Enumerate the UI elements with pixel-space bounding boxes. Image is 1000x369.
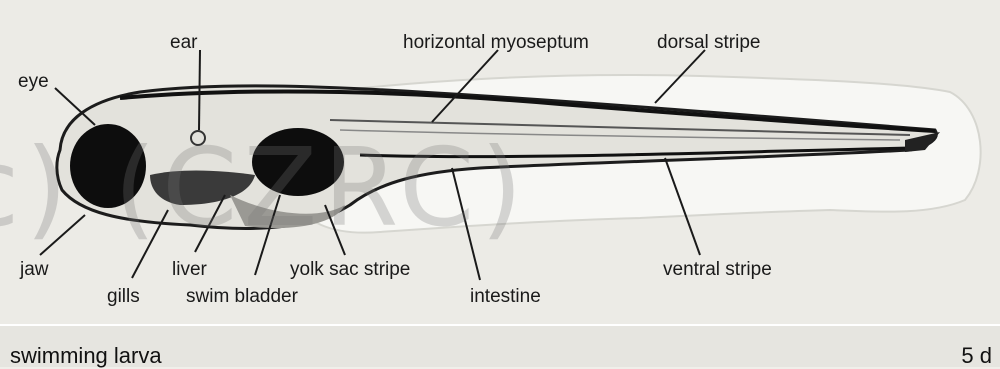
- caption-bar: swimming larva 5 d: [0, 326, 1000, 367]
- stage-label: swimming larva: [10, 343, 162, 369]
- larva-illustration-panel: eye ear horizontal myoseptum dorsal stri…: [0, 0, 1000, 324]
- label-horizontal-myoseptum: horizontal myoseptum: [403, 33, 589, 52]
- label-jaw: jaw: [20, 260, 49, 279]
- label-gills: gills: [107, 287, 140, 306]
- label-swim-bladder: swim bladder: [186, 287, 298, 306]
- label-ear: ear: [170, 33, 197, 52]
- copyright-watermark: c) (CZRC): [0, 135, 529, 243]
- label-yolk-sac-stripe: yolk sac stripe: [290, 260, 410, 279]
- label-liver: liver: [172, 260, 207, 279]
- label-ventral-stripe: ventral stripe: [663, 260, 772, 279]
- label-dorsal-stripe: dorsal stripe: [657, 33, 761, 52]
- label-intestine: intestine: [470, 287, 541, 306]
- stage-age: 5 d: [961, 343, 992, 369]
- label-eye: eye: [18, 72, 49, 91]
